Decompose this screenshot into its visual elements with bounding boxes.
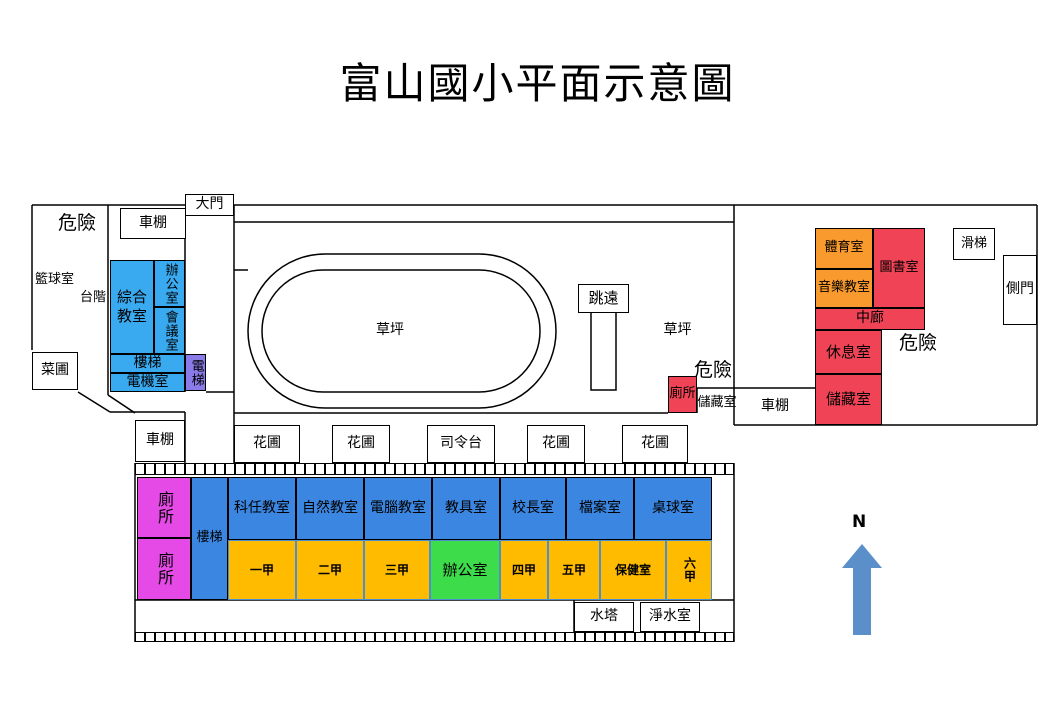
office-main: 辦公室 (430, 540, 500, 600)
class-5a: 五甲 (548, 540, 600, 600)
class-2a: 二甲 (296, 540, 364, 600)
main-gate: 大門 (185, 194, 234, 216)
small-office: 辦公室 (154, 260, 185, 307)
vegetable-garden: 菜圃 (32, 352, 78, 390)
page-title: 富山國小平面示意圖 (339, 59, 736, 108)
lawn-track: 草坪 (376, 322, 404, 339)
subject-classroom: 科任教室 (228, 477, 296, 540)
north-arrow-icon (842, 544, 882, 635)
bikeshed-north: 車棚 (120, 208, 186, 239)
toilet-south-2: 廁所 (137, 538, 191, 600)
class-6a: 六甲 (666, 540, 712, 600)
storage-east: 儲藏室 (815, 374, 882, 425)
north-label: N (852, 512, 867, 532)
motor-room: 電機室 (110, 373, 185, 392)
pingpong-room: 桌球室 (634, 477, 712, 540)
bikeshed-east: 車棚 (761, 398, 789, 415)
flowerbed-1: 花圃 (234, 425, 300, 463)
flowerbed-2: 花圃 (332, 425, 390, 463)
basketball-room: 籃球室 (34, 271, 74, 287)
middle-corridor: 中廊 (815, 308, 925, 330)
storage-field: 儲藏室 (697, 394, 737, 410)
flowerbed-4: 花圃 (622, 425, 688, 463)
lawn-east: 草坪 (663, 322, 692, 339)
stairs-west: 樓梯 (110, 354, 185, 373)
library: 圖書室 (873, 228, 925, 308)
general-classroom: 綜合教室 (110, 260, 154, 354)
podium: 司令台 (427, 425, 495, 463)
archive-room: 檔案室 (566, 477, 634, 540)
computer-classroom: 電腦教室 (364, 477, 432, 540)
south-corridor (135, 632, 734, 642)
pe-room: 體育室 (815, 228, 873, 269)
long-jump: 跳遠 (578, 284, 629, 313)
danger-mark-center: 危險 (694, 359, 733, 381)
side-gate: 側門 (1003, 255, 1037, 325)
bikeshed-west: 車棚 (135, 420, 185, 462)
flowerbed-3: 花圃 (527, 425, 585, 463)
class-1a: 一甲 (228, 540, 296, 600)
class-3a: 三甲 (364, 540, 430, 600)
lounge: 休息室 (815, 330, 882, 374)
danger-mark-east: 危險 (899, 332, 938, 354)
elevator: 電梯 (185, 354, 206, 391)
toilet-south-1: 廁所 (137, 477, 191, 538)
water-purifier: 淨水室 (640, 602, 700, 632)
steps: 台階 (79, 289, 106, 305)
equipment-room: 教具室 (432, 477, 500, 540)
toilet-field: 廁所 (668, 376, 697, 413)
danger-mark-west: 危險 (58, 212, 97, 234)
science-classroom: 自然教室 (296, 477, 364, 540)
music-room: 音樂教室 (815, 269, 873, 308)
health-room: 保健室 (600, 540, 666, 600)
water-tower: 水塔 (574, 602, 634, 632)
class-4a: 四甲 (500, 540, 548, 600)
stairs-south: 樓梯 (191, 477, 228, 600)
slide: 滑梯 (953, 228, 995, 260)
principal-office: 校長室 (500, 477, 566, 540)
north-corridor (135, 463, 734, 475)
meeting-room: 會議室 (154, 307, 185, 354)
